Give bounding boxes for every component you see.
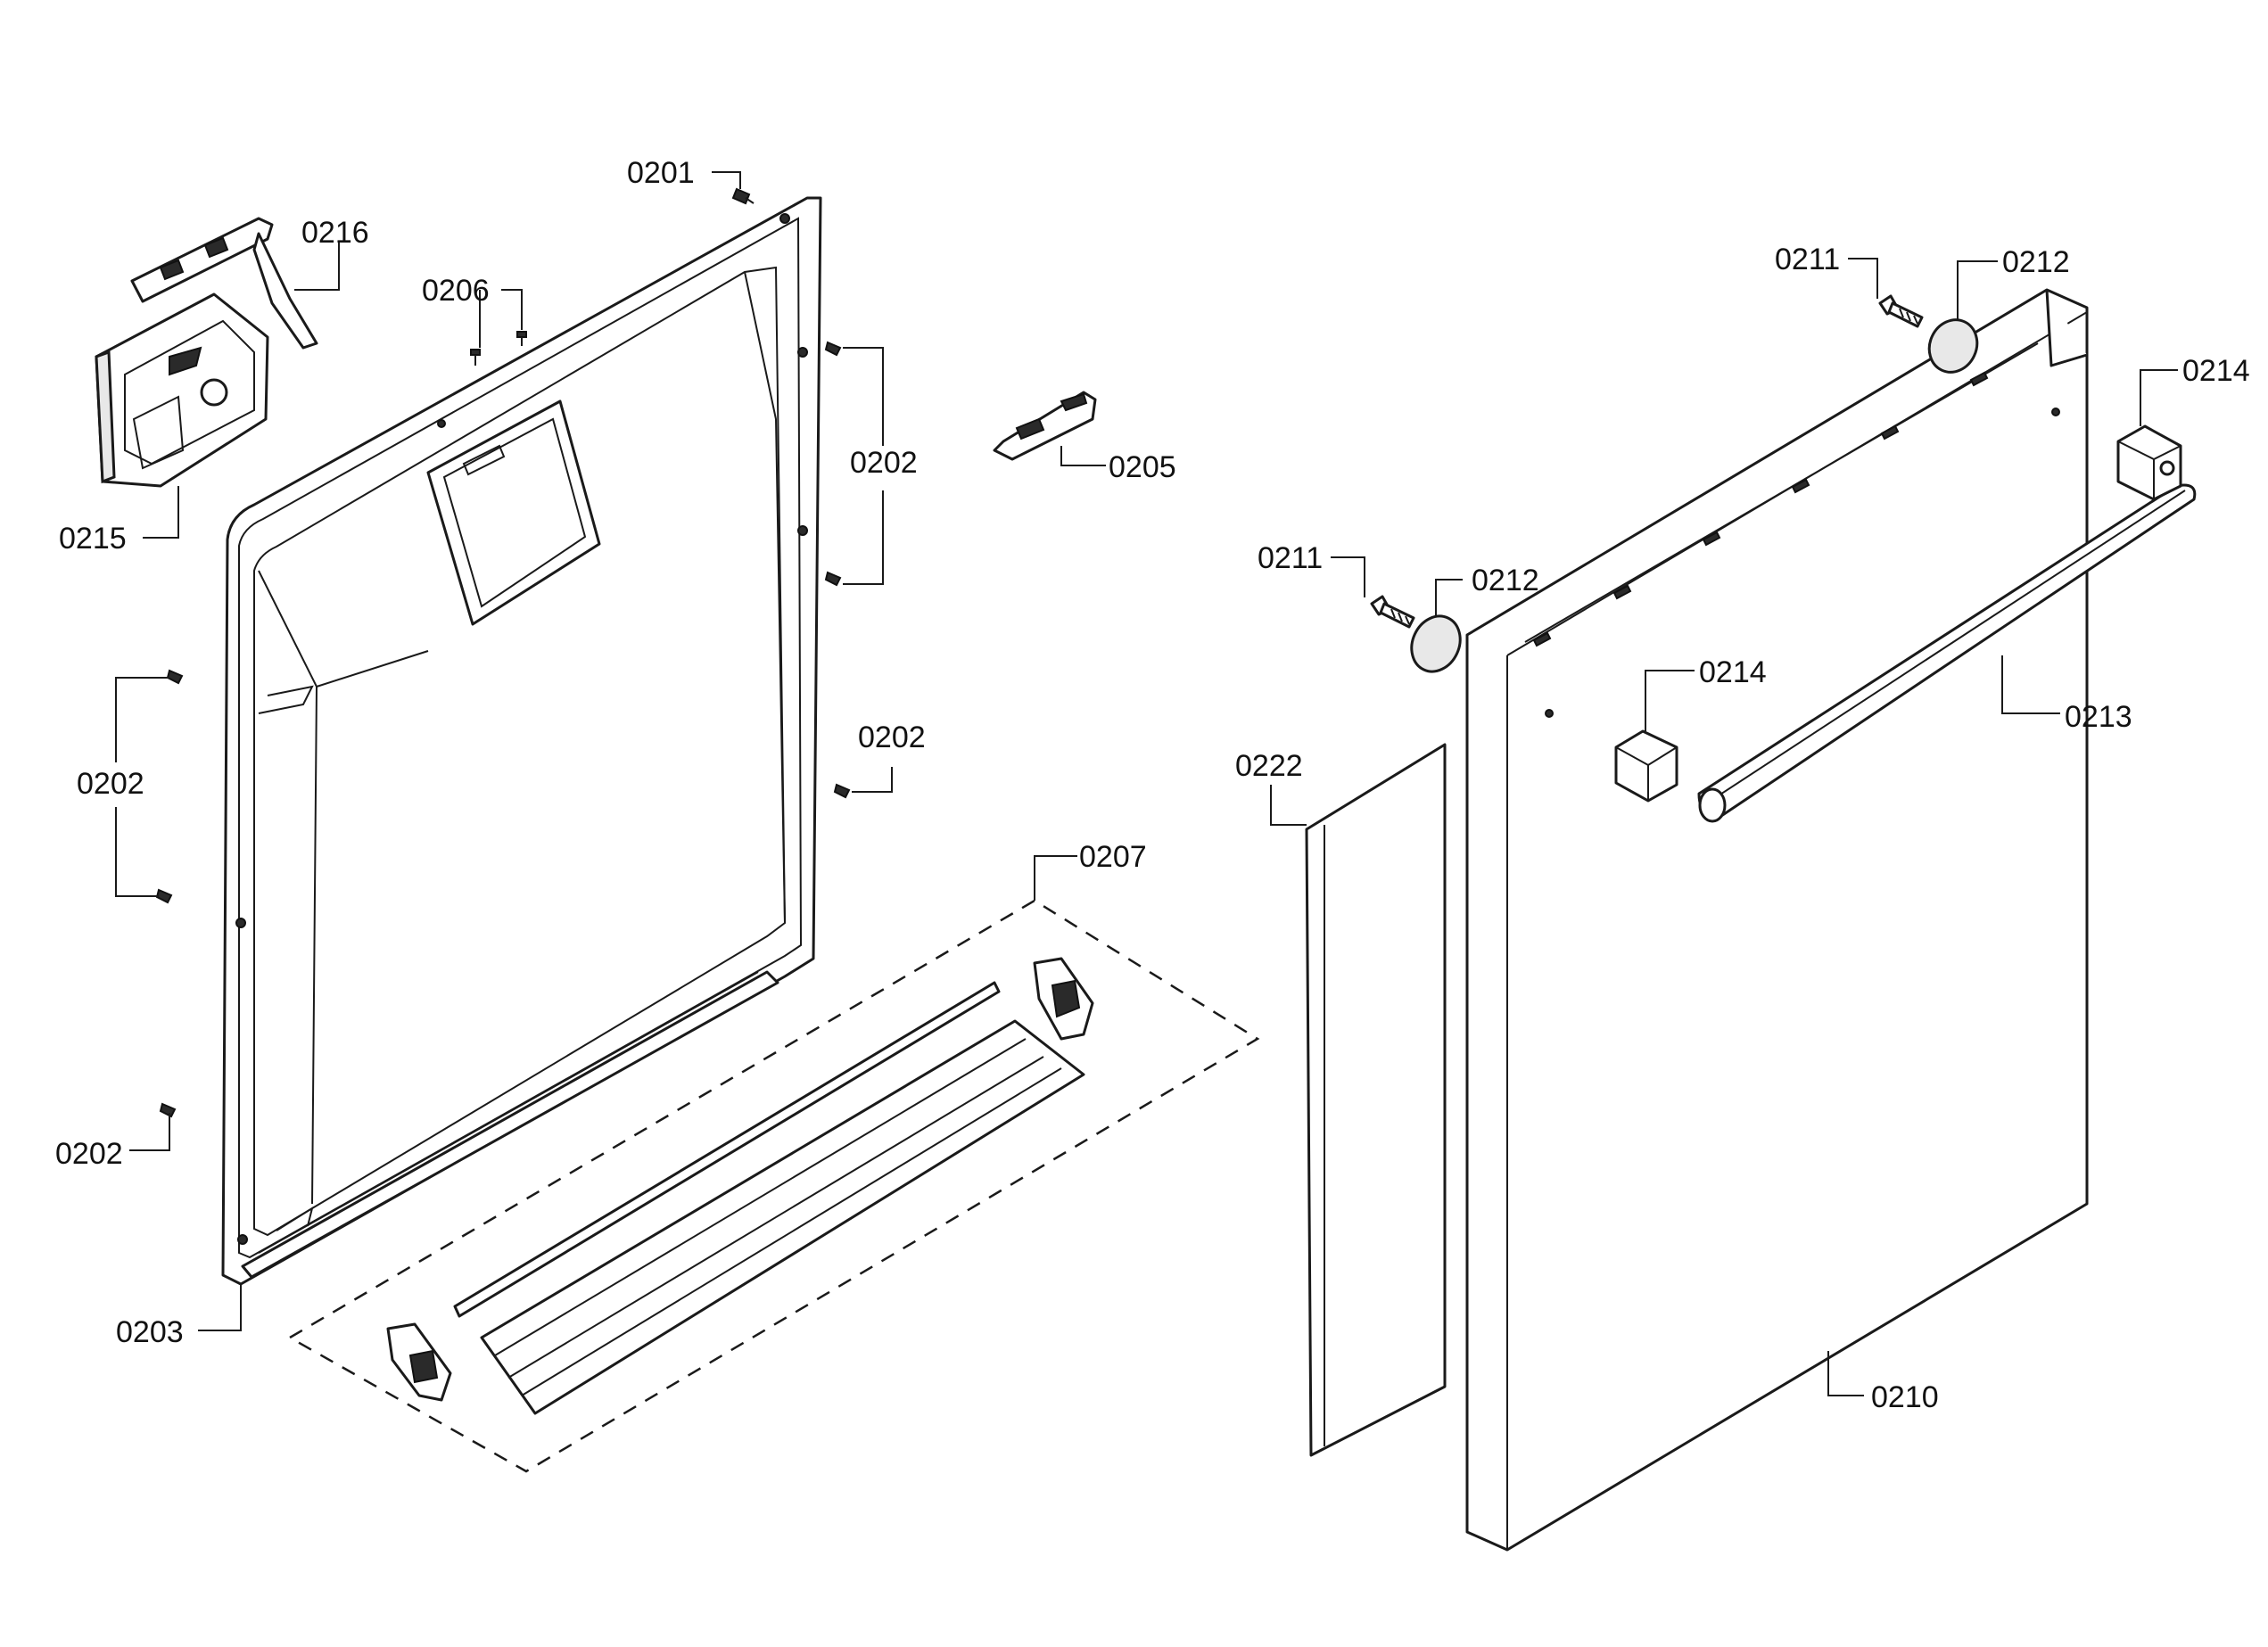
hinge-part-0205: [993, 391, 1097, 461]
end-cap-0214-top: [2116, 424, 2182, 501]
label-0210: 0210: [1871, 1380, 1939, 1414]
detergent-dispenser-0215: [95, 292, 269, 488]
end-cap-0214-bottom: [1614, 729, 1678, 803]
label-0212-top: 0212: [2002, 245, 2070, 279]
label-0215: 0215: [59, 522, 127, 556]
screw-0211-bottom: [1370, 595, 1415, 629]
label-0211-top: 0211: [1775, 243, 1840, 276]
latch-0216: [130, 217, 318, 350]
screw-0201: [731, 187, 755, 205]
label-0222: 0222: [1235, 749, 1303, 783]
inner-door-liner: [221, 196, 822, 1286]
label-0201: 0201: [627, 156, 695, 190]
washer-0212-top: [1927, 318, 1979, 374]
label-0203: 0203: [116, 1315, 184, 1349]
label-0205: 0205: [1109, 450, 1176, 484]
label-0211-bottom: 0211: [1258, 541, 1323, 575]
label-0212-bottom: 0212: [1472, 564, 1539, 597]
leader-lines: [115, 171, 2178, 1396]
label-0206: 0206: [422, 274, 490, 308]
label-0214-top: 0214: [2182, 354, 2250, 388]
label-0213: 0213: [2065, 700, 2132, 734]
screw-0211-top: [1878, 294, 1924, 328]
screws-0206: [470, 331, 527, 366]
label-0202-right-lower: 0202: [858, 721, 926, 754]
washer-0212-bottom: [1410, 614, 1462, 673]
kit-0207: [287, 899, 1260, 1473]
label-0216: 0216: [301, 216, 369, 250]
outer-door-0210: [1465, 288, 2089, 1552]
label-0202-left-lower: 0202: [55, 1137, 123, 1171]
label-0202-right-upper: 0202: [850, 446, 918, 480]
label-0214-bottom: 0214: [1699, 655, 1767, 689]
screws-0202: [155, 341, 851, 1118]
panel-0222: [1305, 743, 1447, 1457]
label-0207: 0207: [1079, 840, 1147, 874]
label-0202-left-upper: 0202: [77, 767, 144, 801]
handle-0213: [1697, 483, 2197, 823]
part-labels: 0201 0216 0206 0202 0202 0202 0202 0205 …: [55, 156, 2250, 1414]
